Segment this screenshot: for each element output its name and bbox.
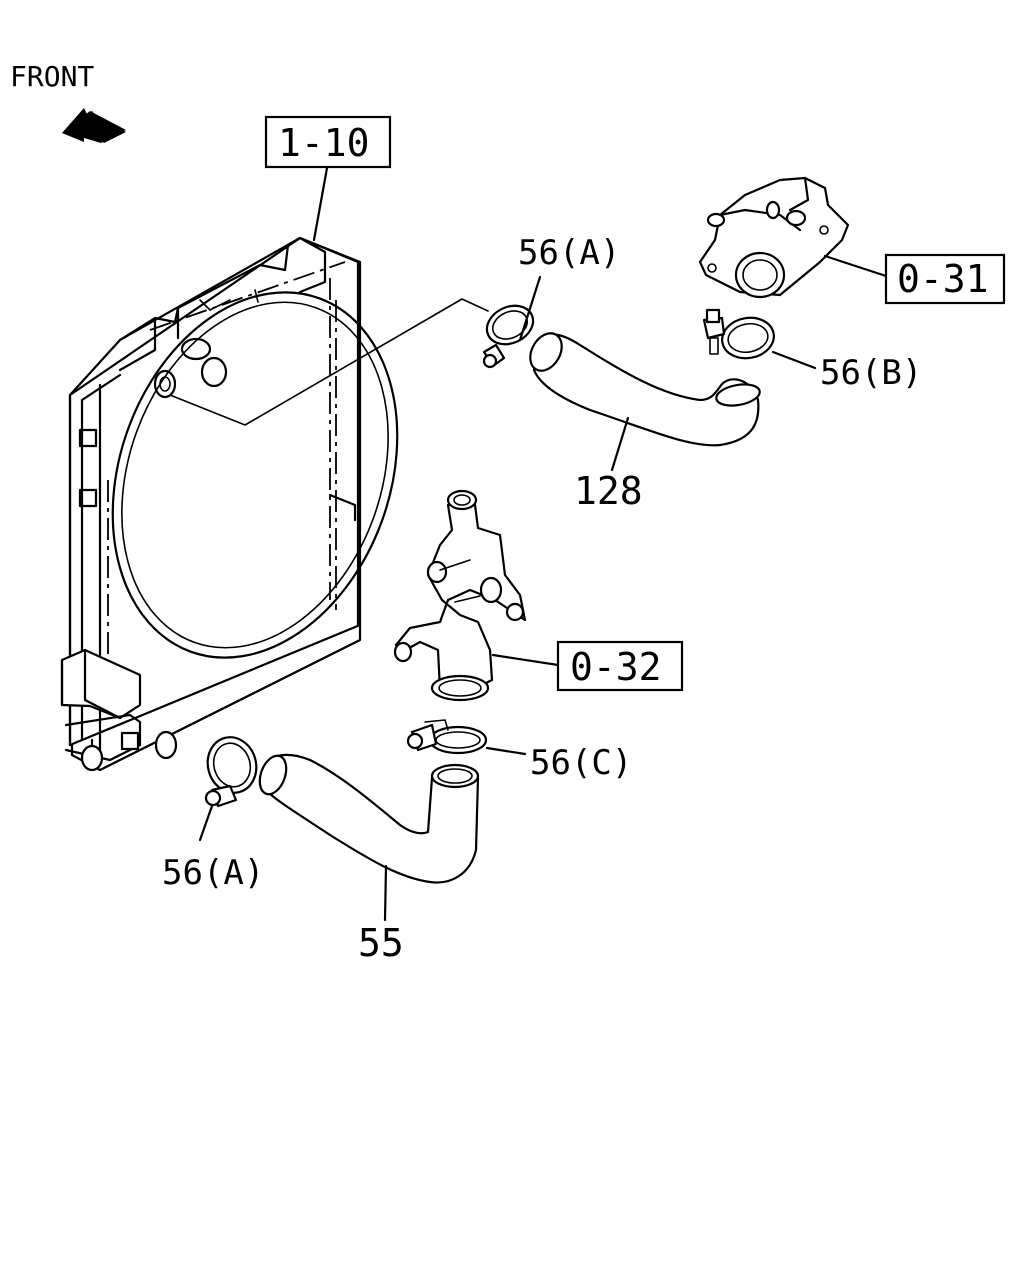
leader-lower-hose [383,864,388,922]
ref-box-radiator [264,115,392,169]
ref-thermostat-housing: 0-31 [897,257,989,301]
label-clamp-56a-lower: 56(A) [162,853,264,893]
ref-box-water-outlet-pipe [556,640,684,692]
ref-box-thermostat-housing [884,253,1006,305]
leader-radiator [312,166,329,242]
leader-upper-hose [610,416,630,472]
clamp-56a-lower [204,736,258,808]
leader-clamp-56a-upper [518,275,542,342]
upper-hose-route-line [169,298,489,426]
leader-clamp-56c [485,746,527,756]
label-upper-hose: 128 [574,469,643,513]
clamp-56c [406,719,488,755]
label-clamp-56a-upper: 56(A) [518,233,620,273]
label-clamp-56b: 56(B) [820,353,922,393]
leader-thermostat-housing [823,254,888,278]
ref-radiator: 1-10 [278,121,370,165]
upper-hose-128 [529,332,761,447]
label-clamp-56c: 56(C) [530,743,632,783]
leader-clamp-56b [771,350,817,370]
front-label: FRONT [10,60,94,93]
label-lower-hose: 55 [358,921,404,965]
clamp-56b [702,308,775,360]
ref-water-outlet-pipe: 0-32 [570,645,662,689]
radiator [60,236,399,772]
leader-clamp-56a-lower [198,804,214,842]
water-outlet-pipe [393,489,527,702]
leader-water-outlet-pipe [491,653,560,667]
thermostat-housing [698,176,850,299]
lower-hose-55 [258,753,480,884]
front-arrow-icon [62,108,126,143]
